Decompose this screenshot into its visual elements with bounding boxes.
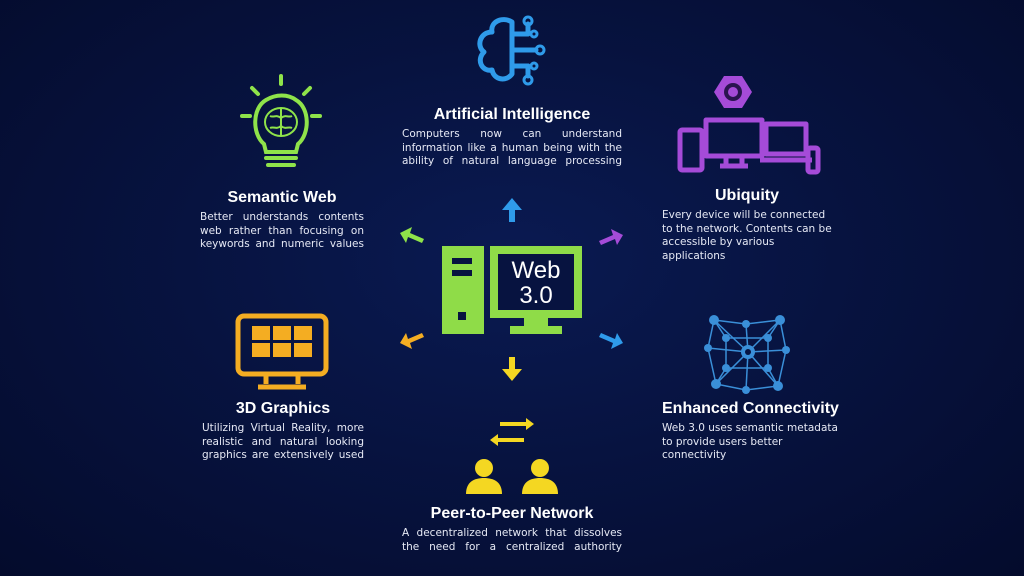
connectivity-line-3: connectivity [662,449,727,461]
brain-circuit-icon [472,14,552,98]
monitor-grid-icon [234,312,330,392]
graphics-description: Utilizing Virtual Reality, more realisti… [202,422,364,463]
computer-icon [440,244,584,336]
ai-line-3: ability of natural language processing [402,155,622,167]
ubiquity-line-3: accessible by various [662,236,775,248]
semantic-block: Semantic Web Better understands contents… [200,189,364,252]
ai-line-2: information like a human being with the [402,141,622,154]
p2p-line-2: the need for a centralized authority [402,540,622,553]
ai-line-1: Computers now can understand [402,128,622,140]
arrow-up-icon [502,198,522,222]
center-label-line2: 3.0 [519,282,553,309]
p2p-line-1: A decentralized network that dissolves [402,527,622,539]
ubiquity-line-2: to the network. Contents can be [662,222,832,235]
peer-users-icon [462,412,562,498]
semantic-line-3: keywords and numeric values [200,238,364,250]
graphics-line-3: graphics are extensively used [202,449,364,461]
p2p-title: Peer-to-Peer Network [430,505,594,522]
ubiquity-line-1: Every device will be connected [662,209,826,221]
p2p-block: Peer-to-Peer Network A decentralized net… [402,505,622,554]
connectivity-line-1: Web 3.0 uses semantic metadata [662,422,838,434]
graphics-block: 3D Graphics Utilizing Virtual Reality, m… [202,400,364,463]
semantic-line-1: Better understands contents [200,211,364,223]
connectivity-description: Web 3.0 uses semantic metadata to provid… [662,422,852,463]
arrow-upleft-icon [400,227,424,243]
arrow-down-icon [502,357,522,381]
connectivity-line-2: to provide users better [662,435,783,448]
arrow-downright-icon [599,333,623,349]
center-label-line1: Web [511,257,561,284]
semantic-line-2: web rather than focusing on [200,224,364,237]
lightbulb-brain-icon [238,72,324,176]
p2p-description: A decentralized network that dissolves t… [402,527,622,554]
ai-title: Artificial Intelligence [433,106,591,123]
ubiquity-block: Ubiquity Every device will be connected … [662,187,842,263]
ubiquity-description: Every device will be connected to the ne… [662,209,842,263]
graphics-line-1: Utilizing Virtual Reality, more [202,422,364,434]
connectivity-title: Enhanced Connectivity [662,400,839,417]
arrow-downleft-icon [400,333,424,349]
semantic-description: Better understands contents web rather t… [200,211,364,252]
ai-description: Computers now can understand information… [402,128,622,169]
ubiquity-line-4: applications [662,249,726,262]
ubiquity-title: Ubiquity [715,187,779,204]
semantic-title: Semantic Web [227,189,337,206]
center-label: Web 3.0 [498,258,574,308]
devices-gear-icon [672,72,822,178]
network-people-icon [702,310,792,394]
ai-block: Artificial Intelligence Computers now ca… [402,106,622,169]
connectivity-block: Enhanced Connectivity Web 3.0 uses seman… [662,400,852,463]
arrow-upright-icon [599,229,623,245]
graphics-line-2: realistic and natural looking [202,435,364,448]
graphics-title: 3D Graphics [235,400,331,417]
